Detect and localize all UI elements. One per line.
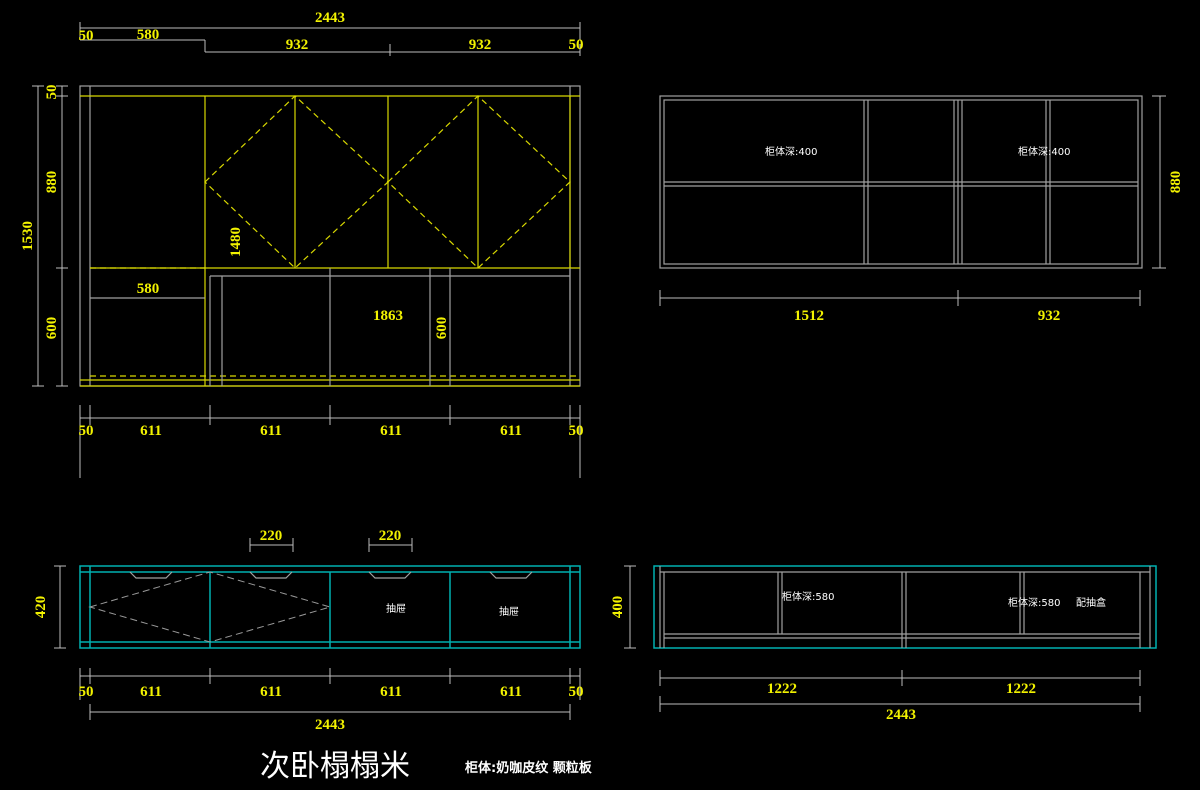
front-bottom-seg-4: 611 (380, 423, 402, 439)
plan-bottom-seg-2: 611 (140, 684, 162, 700)
section-box-label: 配抽盒 (1076, 596, 1106, 609)
section-depth-label-1: 柜体深:580 (782, 590, 834, 603)
front-height-upper: 880 (44, 171, 60, 194)
front-inner-1480: 1480 (228, 227, 244, 257)
plan-bottom-seg-5: 611 (500, 684, 522, 700)
front-top-seg-4: 932 (469, 37, 492, 53)
front-inner-600: 600 (434, 317, 450, 340)
plan-height: 420 (33, 596, 49, 619)
front-inner-580: 580 (137, 281, 160, 297)
front-overall-width: 2443 (315, 10, 345, 26)
side-depth-label-1: 柜体深:400 (765, 145, 817, 158)
front-height-top: 50 (44, 85, 60, 100)
front-bottom-seg-2: 611 (140, 423, 162, 439)
front-height-total: 1530 (20, 221, 36, 251)
plan-bottom-seg-1: 50 (79, 684, 94, 700)
plan-bottom-seg-3: 611 (260, 684, 282, 700)
plan-view: 220 220 420 抽屉 抽屉 50 611 611 611 611 50 … (33, 528, 584, 733)
front-bottom-seg-5: 611 (500, 423, 522, 439)
front-top-seg-3: 932 (286, 37, 309, 53)
front-top-seg-1: 50 (79, 28, 94, 44)
section-width-1: 1222 (767, 681, 797, 697)
section-height: 400 (610, 596, 626, 619)
side-depth-label-2: 柜体深:400 (1018, 145, 1070, 158)
side-width-1: 1512 (794, 308, 824, 324)
front-bottom-seg-3: 611 (260, 423, 282, 439)
front-height-lower: 600 (44, 317, 60, 340)
plan-handle-width-2: 220 (379, 528, 402, 544)
plan-bottom-seg-6: 50 (569, 684, 584, 700)
plan-handle-width-1: 220 (260, 528, 283, 544)
front-bottom-seg-1: 50 (79, 423, 94, 439)
side-width-2: 932 (1038, 308, 1061, 324)
front-bottom-seg-6: 50 (569, 423, 584, 439)
plan-bottom-seg-4: 611 (380, 684, 402, 700)
front-top-seg-5: 50 (569, 37, 584, 53)
section-width-2: 1222 (1006, 681, 1036, 697)
side-elevation: 柜体深:400 柜体深:400 880 1512 932 (659, 95, 1184, 324)
front-inner-1863: 1863 (373, 308, 403, 324)
section-view: 400 柜体深:580 柜体深:580 配抽盒 1222 1222 2443 (610, 565, 1157, 723)
side-height: 880 (1168, 171, 1184, 194)
front-top-seg-2: 580 (137, 27, 160, 43)
plan-overall-width: 2443 (315, 717, 345, 733)
section-depth-label-2: 柜体深:580 (1008, 596, 1060, 609)
plan-drawer-label-1: 抽屉 (386, 602, 406, 615)
drawing-title: 次卧榻榻米 (260, 749, 410, 784)
section-overall-width: 2443 (886, 707, 916, 723)
plan-drawer-label-2: 抽屉 (499, 605, 519, 618)
front-elevation: 2443 50 580 932 932 50 1530 50 880 600 1… (20, 10, 584, 478)
material-note: 柜体:奶咖皮纹 颗粒板 (464, 760, 593, 776)
